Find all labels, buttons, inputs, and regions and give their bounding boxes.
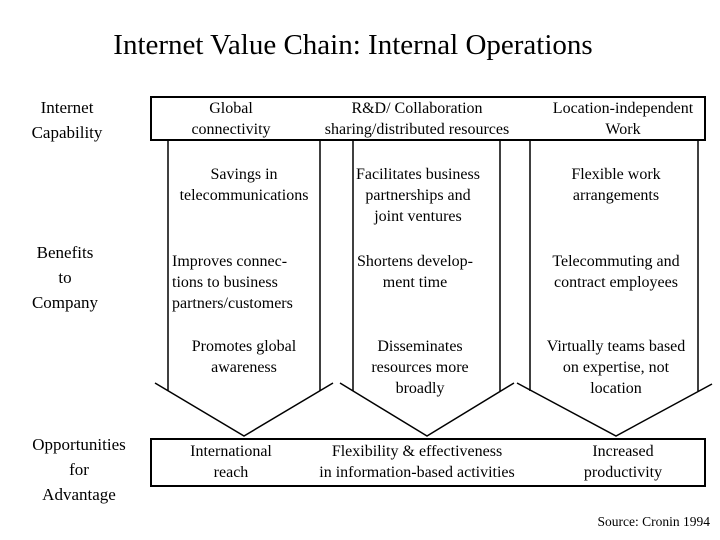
benefit-improves-connections: Improves connec- tions to business partn… <box>172 253 293 312</box>
opportunity-box <box>150 438 706 487</box>
opportunity-increased-productivity: Increased productivity <box>583 443 663 481</box>
capability-rd-collaboration: R&D/ Collaboration sharing/distributed r… <box>324 100 510 138</box>
opportunity-international-reach: International reach <box>190 443 272 481</box>
row-label-benefits-to-company: Benefits to Company <box>31 243 99 312</box>
slide-title: Internet Value Chain: Internal Operation… <box>113 29 593 61</box>
benefit-facilitates-partnerships: Facilitates business partnerships and jo… <box>356 166 480 225</box>
capability-location-independent-work: Location-independent Work <box>552 100 694 138</box>
benefit-virtual-teams: Virtually teams based on expertise, not … <box>546 338 686 397</box>
benefit-flexible-work: Flexible work arrangements <box>571 166 661 204</box>
source-note: Source: Cronin 1994 <box>597 514 711 529</box>
opportunity-flexibility-effectiveness: Flexibility & effectiveness in informati… <box>319 443 515 481</box>
benefit-shortens-development: Shortens develop- ment time <box>357 253 473 291</box>
benefit-disseminates-resources: Disseminates resources more broadly <box>371 338 469 397</box>
benefit-promotes-awareness: Promotes global awareness <box>191 338 297 376</box>
capability-box <box>150 96 706 141</box>
row-label-internet-capability: Internet Capability <box>31 98 103 142</box>
benefit-savings-telecom: Savings in telecommunications <box>179 166 309 204</box>
benefit-telecommuting: Telecommuting and contract employees <box>552 253 680 291</box>
row-label-opportunities-for-advantage: Opportunities for Advantage <box>32 435 126 504</box>
capability-global-connectivity: Global connectivity <box>191 100 271 138</box>
